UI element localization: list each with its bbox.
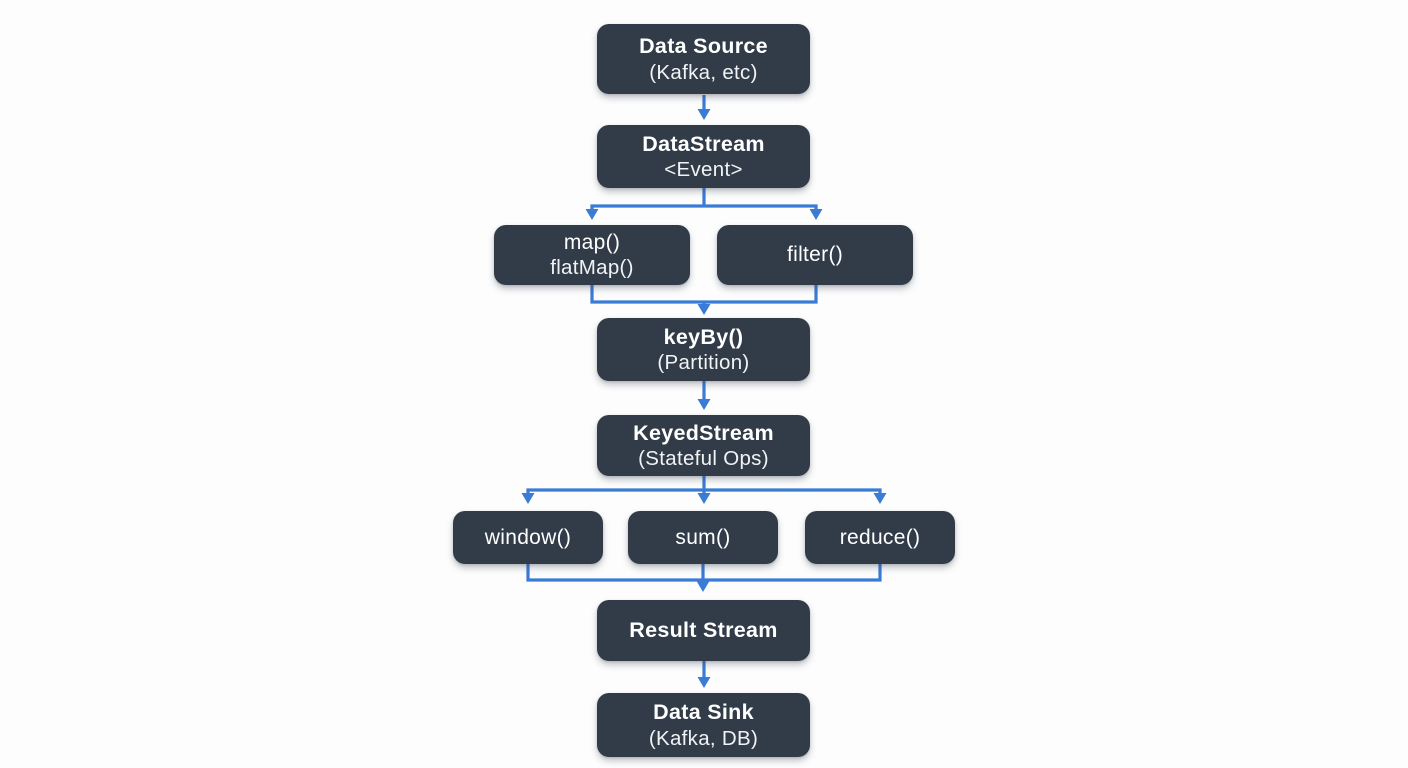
node-window-title: window(): [484, 525, 572, 549]
connector-keyedstream-to-window: [521, 488, 704, 504]
node-map-subtitle: flatMap(): [550, 256, 634, 280]
connector-map-merge: [590, 285, 704, 304]
node-sum: sum(): [628, 511, 778, 564]
connector-window-merge: [526, 564, 703, 582]
node-keyby: keyBy() (Partition): [597, 318, 810, 381]
node-result-stream-title: Result Stream: [629, 618, 778, 643]
connector-filter-merge: [704, 285, 818, 304]
node-keyedstream-title: KeyedStream: [633, 420, 774, 445]
node-window: window(): [453, 511, 603, 564]
node-keyby-subtitle: (Partition): [657, 351, 750, 375]
node-datastream: DataStream <Event>: [597, 125, 810, 188]
node-reduce-title: reduce(): [839, 525, 921, 549]
node-map-flatmap: map() flatMap(): [494, 225, 690, 285]
connector-datastream-to-map: [585, 204, 704, 220]
node-keyby-title: keyBy(): [663, 324, 744, 349]
node-data-sink-subtitle: (Kafka, DB): [648, 726, 759, 750]
node-result-stream: Result Stream: [597, 600, 810, 661]
node-keyedstream: KeyedStream (Stateful Ops): [597, 415, 810, 476]
node-filter: filter(): [717, 225, 913, 285]
node-data-source-subtitle: (Kafka, etc): [649, 60, 758, 84]
node-map-title: map(): [563, 230, 621, 254]
connector-datastream-to-filter: [704, 204, 823, 220]
connector-keyedstream-to-reduce: [704, 488, 887, 504]
node-reduce: reduce(): [805, 511, 955, 564]
node-datastream-title: DataStream: [642, 131, 765, 156]
node-sum-title: sum(): [675, 525, 731, 549]
node-datastream-subtitle: <Event>: [664, 158, 743, 182]
node-data-source-title: Data Source: [639, 34, 768, 59]
node-keyedstream-subtitle: (Stateful Ops): [638, 447, 769, 471]
connector-reduce-merge: [703, 564, 882, 582]
node-data-sink: Data Sink (Kafka, DB): [597, 693, 810, 757]
node-filter-title: filter(): [786, 243, 844, 267]
node-data-sink-title: Data Sink: [653, 700, 754, 725]
node-data-source: Data Source (Kafka, etc): [597, 24, 810, 94]
